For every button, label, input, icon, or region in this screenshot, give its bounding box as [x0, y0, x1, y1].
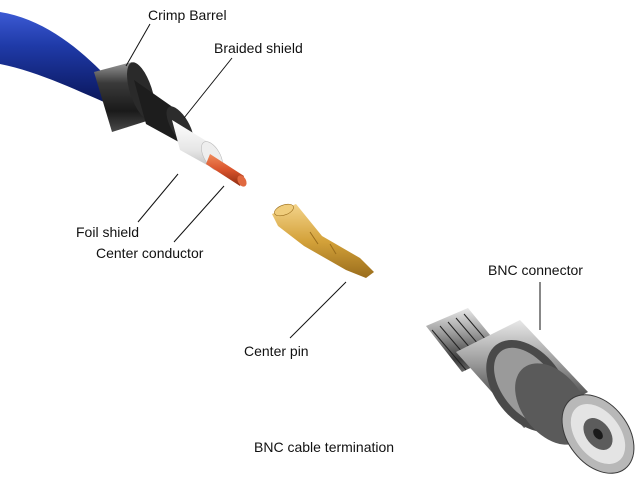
leader-center-pin [290, 282, 346, 338]
label-crimp-barrel: Crimp Barrel [148, 7, 227, 23]
coax-cable [0, 12, 248, 188]
cable-jacket [0, 12, 118, 108]
leader-crimp-barrel [126, 24, 150, 66]
center-conductor [206, 154, 248, 188]
diagram-caption: BNC cable termination [254, 439, 394, 455]
label-bnc-connector: BNC connector [488, 262, 583, 278]
leader-foil-shield [138, 174, 178, 222]
label-center-conductor: Center conductor [96, 245, 204, 261]
label-foil-shield: Foil shield [76, 224, 139, 240]
label-center-pin: Center pin [244, 343, 309, 359]
bnc-connector-part [426, 308, 640, 480]
leader-braided-shield [184, 58, 232, 118]
center-pin-part [272, 202, 374, 278]
label-braided-shield: Braided shield [214, 40, 303, 56]
leader-center-conductor [174, 186, 224, 242]
